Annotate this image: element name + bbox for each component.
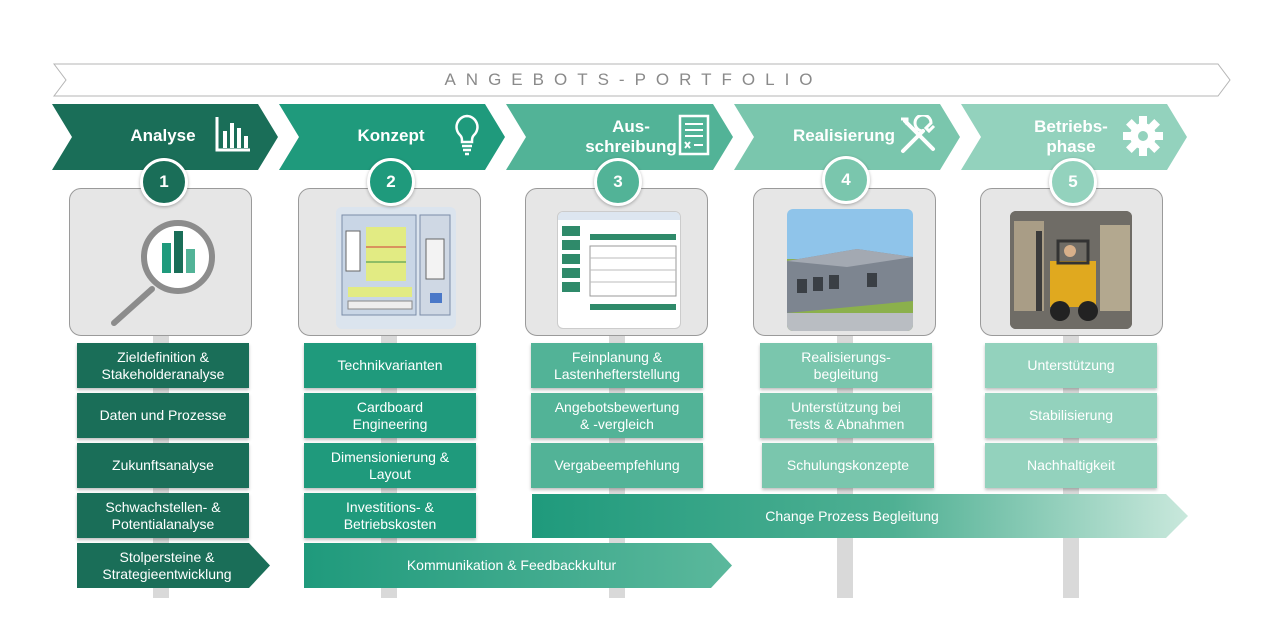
bar-chart-icon (215, 117, 250, 152)
phase-5-card (980, 188, 1163, 336)
phase-3-card (525, 188, 708, 336)
phase-number-2: 2 (367, 158, 415, 206)
phase-label-realisierung: Realisierung (792, 126, 896, 145)
spreadsheet-image (557, 211, 681, 329)
task-investitionskosten: Investitions- & Betriebskosten (304, 493, 476, 538)
phase-number-1: 1 (140, 158, 188, 206)
task-angebotsbewertung: Angebotsbewertung & -vergleich (531, 393, 703, 438)
phase-label-analyse: Analyse (130, 126, 196, 145)
layout-plan-image (336, 207, 456, 329)
task-realisierungsbegleitung: Realisierungs- begleitung (760, 343, 932, 388)
phase-1-card (69, 188, 252, 336)
task-feinplanung: Feinplanung & Lastenhefterstellung (531, 343, 703, 388)
task-tests-abnahmen: Unterstützung bei Tests & Abnahmen (760, 393, 932, 438)
phase-label-konzept: Konzept (357, 126, 425, 145)
phase-chevron-2 (279, 104, 505, 170)
phase-number-3: 3 (594, 158, 642, 206)
document-icon (678, 114, 710, 156)
tools-icon (901, 115, 936, 153)
task-schwachstellen: Schwachstellen- & Potentialanalyse (77, 493, 249, 538)
phase-label-ausschreibung: Aus- schreibung (585, 117, 677, 156)
arrow-text-kommunikation: Kommunikation & Feedbackkultur (406, 557, 617, 573)
warehouse-image (787, 209, 913, 331)
task-zukunftsanalyse: Zukunftsanalyse (77, 443, 249, 488)
forklift-image (1010, 211, 1132, 329)
task-technikvarianten: Technikvarianten (304, 343, 476, 388)
phase-number-5: 5 (1049, 158, 1097, 206)
magnifier-chart-icon (111, 220, 215, 326)
lightbulb-icon (455, 114, 479, 156)
task-stabilisierung: Stabilisierung (985, 393, 1157, 438)
task-nachhaltigkeit: Nachhaltigkeit (985, 443, 1157, 488)
task-dimensionierung: Dimensionierung & Layout (304, 443, 476, 488)
phase-number-4: 4 (822, 156, 870, 204)
task-zieldefinition: Zieldefinition & Stakeholderanalyse (77, 343, 249, 388)
arrow-text-strategie: Stolpersteine & Strategieentwicklung (102, 548, 232, 582)
gear-icon (1123, 116, 1163, 156)
change-arrow (532, 494, 1188, 538)
task-unterstuetzung: Unterstützung (985, 343, 1157, 388)
kommunikation-arrow (304, 543, 732, 588)
phase-chevron-1 (52, 104, 278, 170)
phase-label-betriebsphase: Betriebs- phase (1034, 117, 1108, 156)
phase-chevron-3 (506, 104, 733, 170)
phase-4-card (753, 188, 936, 336)
task-schulungskonzepte: Schulungskonzepte (762, 443, 934, 488)
strategie-arrow (77, 543, 270, 588)
banner-title: ANGEBOTS-PORTFOLIO (444, 70, 823, 89)
task-daten-prozesse: Daten und Prozesse (77, 393, 249, 438)
task-cardboard-engineering: Cardboard Engineering (304, 393, 476, 438)
task-vergabeempfehlung: Vergabeempfehlung (531, 443, 703, 488)
phase-2-card (298, 188, 481, 336)
arrow-text-change: Change Prozess Begleitung (765, 507, 939, 524)
